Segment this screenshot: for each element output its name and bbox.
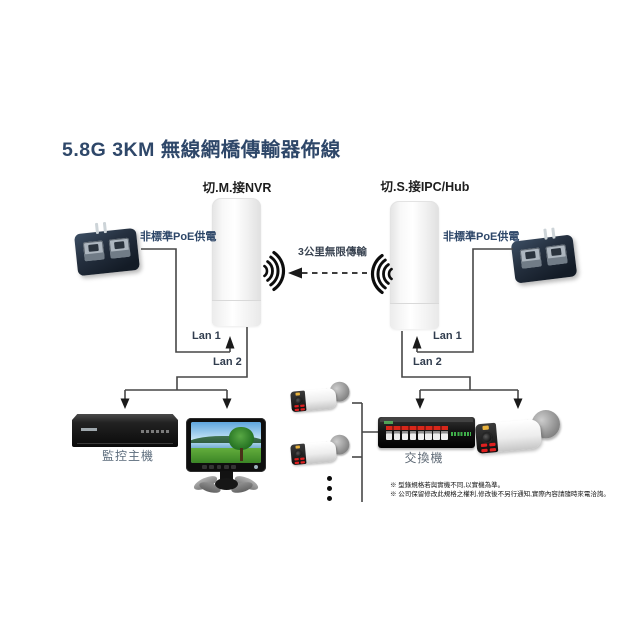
monitor-screen — [191, 422, 261, 463]
disclaimer-notes: ※ 型錄規格若與實機不同,以實機為準。 ※ 公司保留修改此規格之權利,修改後不另… — [390, 481, 610, 499]
switch-device — [378, 417, 475, 448]
nvr-front-buttons — [141, 430, 171, 433]
ip-camera-3 — [474, 409, 560, 457]
nvr-edge — [77, 443, 173, 444]
poe-label-right: 非標準PoE供電 — [443, 231, 520, 243]
monitor-buttons — [202, 465, 236, 469]
poe-injector-left — [73, 221, 141, 277]
ip-camera-1 — [290, 381, 350, 415]
poe-label-left: 非標準PoE供電 — [140, 231, 217, 243]
ip-camera-2 — [290, 434, 350, 468]
camera-body — [290, 387, 338, 413]
monitor-power-led — [254, 465, 258, 469]
switch-top-edge — [380, 417, 473, 422]
note-line-2: ※ 公司保留修改此規格之權利,修改後不另行通知,實際內容請隨時來電洽詢。 — [390, 491, 610, 498]
rj45-port-icon — [108, 237, 131, 259]
camera-light-sensor — [295, 392, 301, 396]
nvr-label: 監控主機 — [101, 449, 154, 463]
screen-lake — [191, 442, 261, 450]
rj45-port-icon — [519, 247, 542, 269]
switch-ports — [386, 431, 448, 440]
monitor-stand — [220, 471, 233, 482]
poe-prong — [102, 221, 108, 234]
radio-waves-right-icon — [370, 253, 393, 295]
lan1-label-left: Lan 1 — [192, 330, 221, 342]
bridge-left-label: 切.M.接NVR — [202, 181, 272, 195]
wireless-distance-label: 3公里無限傳輸 — [298, 246, 367, 258]
camera-led-array — [294, 404, 306, 412]
poe-prong — [94, 222, 100, 235]
nvr-logo — [81, 428, 97, 431]
screen-tree — [229, 427, 254, 450]
screen-tree-trunk — [240, 448, 243, 461]
more-cameras-ellipsis — [327, 476, 332, 501]
monitor-device — [186, 418, 266, 495]
rj45-port-icon — [545, 244, 568, 266]
camera-led-array — [480, 442, 497, 453]
switch-brand-text — [451, 432, 471, 436]
nvr-device — [72, 414, 178, 447]
lan1-label-right: Lan 1 — [433, 330, 462, 342]
switch-label: 交換機 — [404, 451, 444, 465]
lan2-label-right: Lan 2 — [413, 356, 442, 368]
poe-prong — [551, 227, 556, 239]
switch-port-leds — [386, 426, 448, 430]
camera-light-sensor — [482, 425, 489, 431]
note-line-1: ※ 型錄規格若與實機不同,以實機為準。 — [390, 482, 505, 489]
poe-prong — [543, 228, 548, 240]
screen-hills — [191, 435, 261, 445]
bridge-right-label: 切.S.接IPC/Hub — [380, 180, 470, 194]
camera-light-sensor — [295, 445, 301, 449]
rj45-port-icon — [82, 240, 105, 262]
camera-body — [290, 440, 338, 466]
lan2-label-left: Lan 2 — [213, 356, 242, 368]
screen-grass — [191, 448, 261, 463]
camera-body — [474, 418, 543, 454]
switch-status-led — [384, 421, 393, 424]
poe-injector-right — [510, 227, 578, 284]
wireless-bridge-left — [212, 198, 261, 326]
page-title: 5.8G 3KM 無線網橋傳輸器佈線 — [62, 139, 341, 161]
monitor-stand-hub — [215, 478, 238, 490]
radio-waves-left-icon — [263, 250, 286, 292]
camera-led-array — [294, 457, 306, 465]
